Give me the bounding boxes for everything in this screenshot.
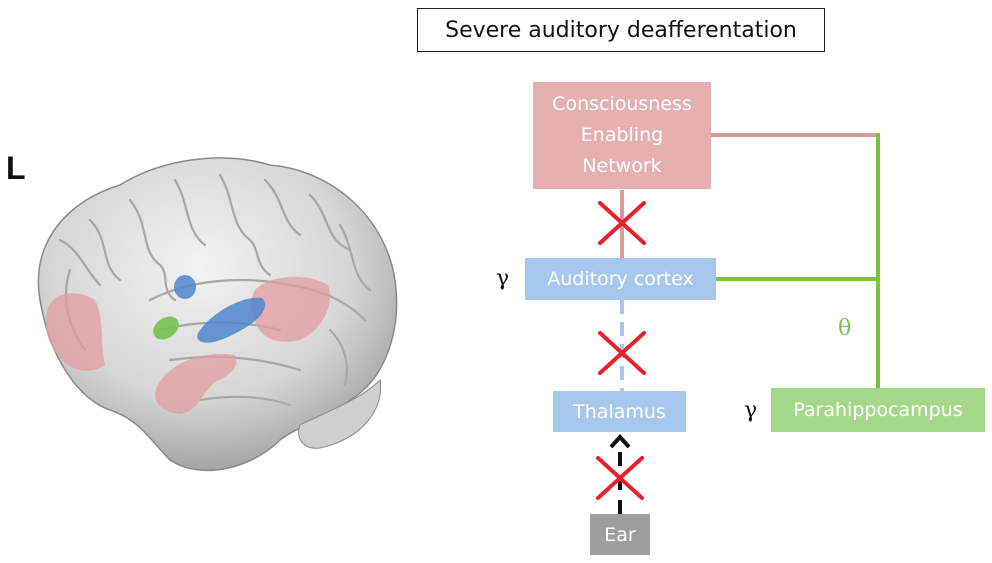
gamma-label-auditory: γ: [496, 266, 510, 291]
arrowhead-thalamus: [609, 434, 631, 449]
cross-auditory-thalamus: [598, 331, 646, 375]
brain-region-parietal: [251, 276, 330, 342]
hemisphere-label: L: [6, 150, 26, 186]
brain-illustration: [37, 157, 398, 472]
brain-region-parahippocampus: [153, 316, 179, 340]
gamma-label-parahippocampus: γ: [744, 398, 758, 423]
brain-region-frontal: [45, 293, 105, 371]
cen-label-line1: Consciousness: [552, 93, 692, 115]
node-ear: Ear: [590, 514, 650, 555]
cross-ear-thalamus: [596, 456, 644, 500]
cen-label-line3: Network: [582, 155, 662, 177]
cross-cen-auditory: [598, 201, 646, 245]
node-thalamus: Thalamus: [553, 391, 686, 432]
node-parahippocampus: Parahippocampus: [771, 388, 985, 432]
node-auditory-cortex: Auditory cortex: [525, 258, 716, 300]
theta-label-connection: θ: [838, 316, 852, 341]
brain-region-auditory-cortex: [197, 297, 266, 343]
cen-label-line2: Enabling: [580, 124, 664, 146]
brain-region-insula-dot: [174, 275, 196, 299]
diagram-title: Severe auditory deafferentation: [417, 8, 825, 52]
node-consciousness-enabling-network: Consciousness Enabling Network: [533, 82, 711, 189]
brain-region-temporal: [155, 353, 237, 414]
